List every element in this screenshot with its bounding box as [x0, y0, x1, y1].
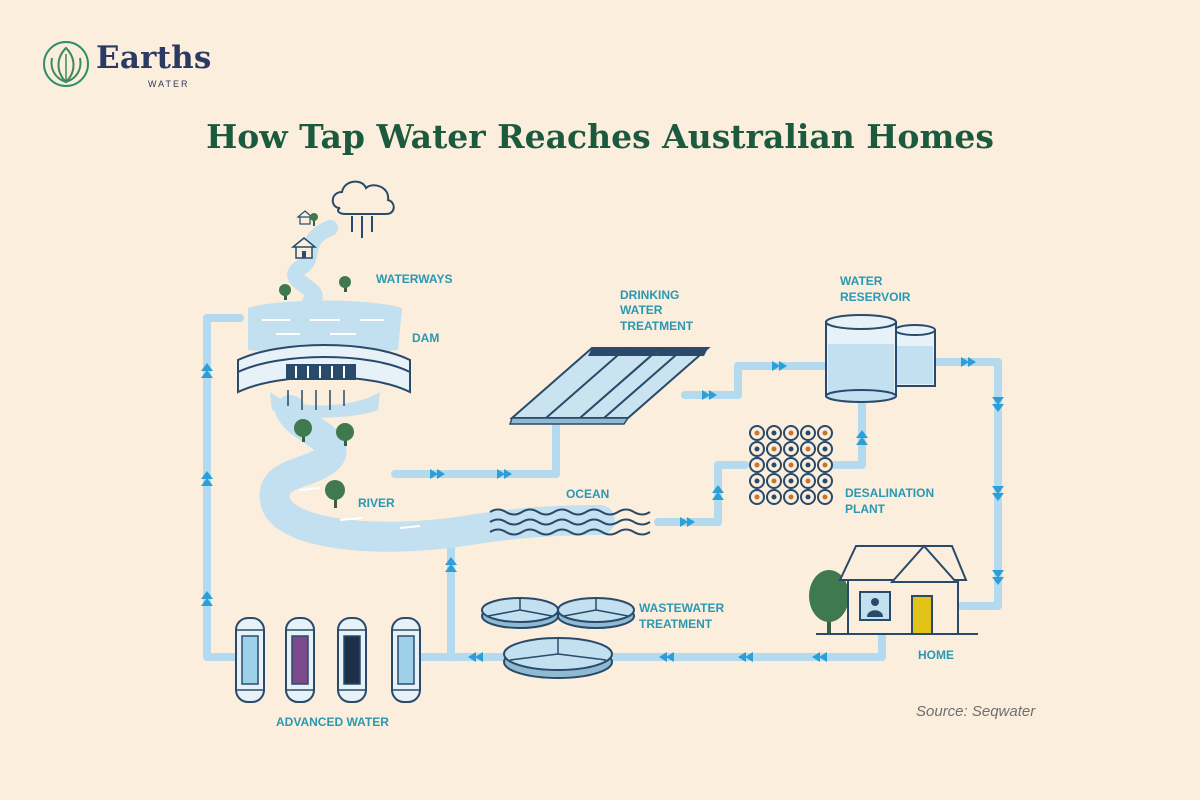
filter-cartridge: [337, 617, 367, 703]
filter-cartridge: [391, 617, 421, 703]
filter-cartridge: [235, 617, 265, 703]
advanced-water-filters: [235, 617, 421, 703]
tree-icon: [336, 423, 354, 446]
arrow-right-reservoir-out: [961, 357, 976, 367]
water-reservoir-tanks: [825, 314, 936, 403]
arrow-left-3: [738, 652, 753, 662]
label-drinking-line2: WATER: [620, 303, 663, 317]
tree-icon: [310, 213, 318, 226]
membrane-unit: [766, 489, 782, 505]
wastewater-treatment-tanks: [481, 597, 635, 679]
arrow-left-4: [812, 652, 827, 662]
arrow-up-desal-out: [856, 430, 868, 445]
tree-icon: [294, 419, 312, 442]
arrow-up-desal-in: [712, 485, 724, 500]
label-wastewater-line2: TREATMENT: [639, 617, 713, 631]
leaf-logo-icon: [43, 41, 89, 87]
membrane-unit: [817, 489, 833, 505]
tree-icon: [339, 276, 351, 292]
membrane-unit: [817, 441, 833, 457]
membrane-unit: [766, 473, 782, 489]
label-home: HOME: [918, 648, 954, 662]
membrane-unit: [800, 441, 816, 457]
arrow-right-reservoir: [772, 361, 787, 371]
label-dam: DAM: [412, 331, 439, 345]
membrane-unit: [749, 473, 765, 489]
membrane-unit: [749, 441, 765, 457]
tree-icon: [279, 284, 291, 300]
label-desalination-line1: DESALINATION: [845, 486, 934, 500]
brand-subtitle: WATER: [148, 79, 190, 89]
dam: [237, 300, 411, 418]
desalination-plant-grid: [749, 425, 833, 505]
membrane-unit: [783, 489, 799, 505]
pipe-return-left: [203, 314, 244, 661]
membrane-unit: [783, 473, 799, 489]
membrane-unit: [749, 457, 765, 473]
membrane-unit: [800, 457, 816, 473]
filter-cartridge: [285, 617, 315, 703]
pipe-treatment-to-reservoir: [681, 362, 830, 399]
membrane-unit: [783, 457, 799, 473]
brand-logo: Earths WATER: [40, 38, 230, 94]
pipe-home-to-waste: [608, 628, 886, 661]
rain-cloud-icon: [331, 180, 395, 238]
membrane-unit: [749, 489, 765, 505]
membrane-unit: [783, 425, 799, 441]
arrow-right-river-2: [497, 469, 512, 479]
membrane-unit: [766, 441, 782, 457]
membrane-unit: [766, 425, 782, 441]
arrow-down-1: [992, 397, 1004, 412]
labels: WATERWAYS DAM RIVER DRINKING WATER TREAT…: [276, 272, 954, 729]
label-advanced-water: ADVANCED WATER: [276, 715, 389, 729]
label-drinking-line3: TREATMENT: [620, 319, 694, 333]
tree-icon: [325, 480, 345, 508]
arrow-up-group-2: [201, 471, 213, 486]
pipe-river-to-treatment: [391, 420, 560, 478]
label-reservoir-line1: WATER: [840, 274, 883, 288]
arrow-left-2: [659, 652, 674, 662]
membrane-unit: [749, 425, 765, 441]
hillside-house-icon: [290, 237, 318, 259]
arrow-right-ocean: [680, 517, 695, 527]
membrane-unit: [800, 489, 816, 505]
drinking-water-treatment-beds: [508, 347, 711, 425]
arrow-up-group-1: [201, 363, 213, 378]
membrane-unit: [817, 425, 833, 441]
label-river: RIVER: [358, 496, 395, 510]
membrane-unit: [800, 425, 816, 441]
label-wastewater-line1: WASTEWATER: [639, 601, 724, 615]
label-waterways: WATERWAYS: [376, 272, 452, 286]
arrow-right-treatment: [702, 390, 717, 400]
label-desalination-line2: PLANT: [845, 502, 886, 516]
arrow-right-river-1: [430, 469, 445, 479]
membrane-unit: [800, 473, 816, 489]
pipe-desal-to-reservoir: [829, 396, 866, 469]
label-ocean: OCEAN: [566, 487, 609, 501]
brand-name: Earths: [96, 40, 212, 76]
flow-arrows: [201, 357, 1004, 662]
arrow-up-junction: [445, 557, 457, 572]
arrow-down-2: [992, 486, 1004, 501]
page-title: How Tap Water Reaches Australian Homes: [206, 117, 994, 156]
ocean-waves: [489, 508, 651, 536]
membrane-unit: [817, 473, 833, 489]
membrane-unit: [783, 441, 799, 457]
label-drinking-line1: DRINKING: [620, 288, 679, 302]
membrane-unit: [766, 457, 782, 473]
small-house-icon: [296, 210, 314, 225]
label-reservoir-line2: RESERVOIR: [840, 290, 911, 304]
pipe-ocean-to-desal: [654, 461, 749, 526]
membrane-unit: [817, 457, 833, 473]
home-building: [809, 544, 978, 635]
arrow-left-1: [468, 652, 483, 662]
source-credit: Source: Seqwater: [916, 703, 1036, 720]
arrow-up-group-3: [201, 591, 213, 606]
arrow-down-3: [992, 570, 1004, 585]
